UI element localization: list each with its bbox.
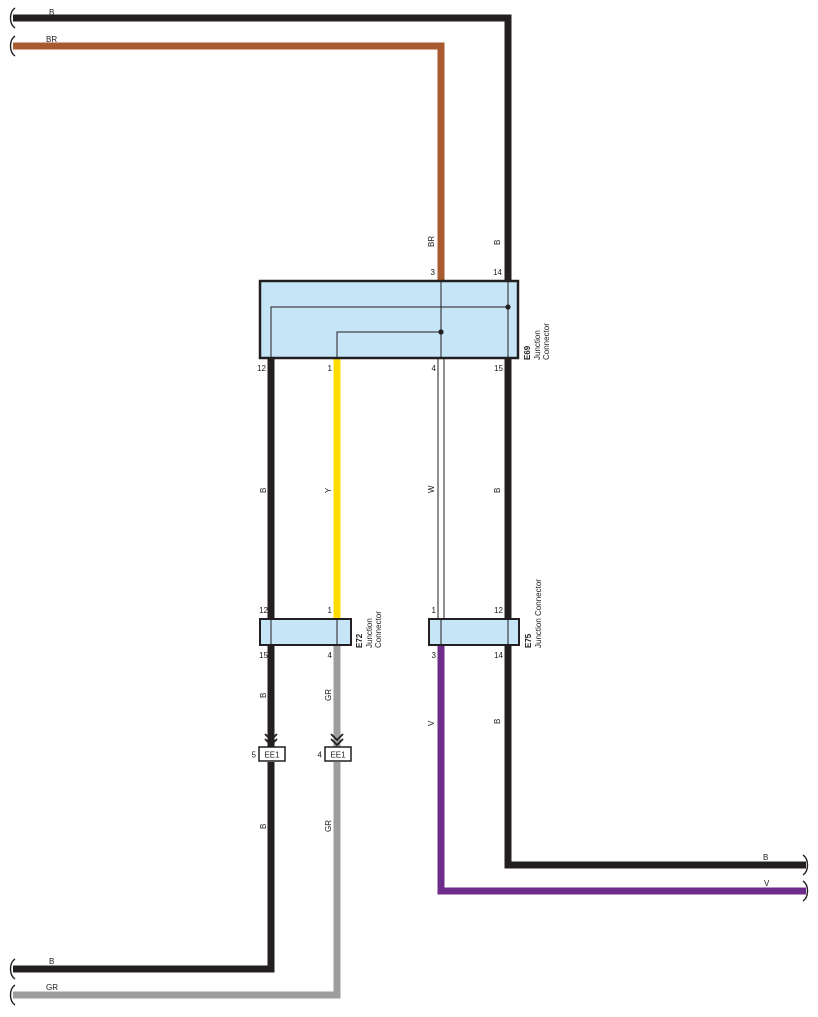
pin-number: 15 <box>494 364 503 373</box>
inline-connector-box <box>324 746 352 762</box>
connector-e75-internal-wiring <box>440 619 509 645</box>
wire-label: B <box>493 488 502 493</box>
break-mark-top-br <box>9 35 16 57</box>
connector-e72-id: E72 <box>355 633 364 648</box>
pin-number: 12 <box>259 606 268 615</box>
wire-right-v <box>437 645 806 895</box>
wire-bottom-gr <box>13 762 341 999</box>
wire-label: B <box>493 719 502 724</box>
pin-number: 1 <box>432 606 437 615</box>
connector-e72-body <box>259 618 352 646</box>
wire-top-b <box>13 14 512 282</box>
pin-number: 5 <box>252 751 257 760</box>
connector-e72-internal-wiring <box>270 619 338 645</box>
wire-break-marks <box>9 7 809 1006</box>
connector-e72-name: Connector <box>374 611 383 648</box>
splice-point <box>438 329 444 335</box>
wire-label: B <box>259 488 268 493</box>
connector-e75-name: Junction Connector <box>534 579 543 648</box>
pin-number: 4 <box>318 751 323 760</box>
connector-e69-name: Junction <box>533 330 542 360</box>
wire-label: B <box>763 853 768 862</box>
inline-connector-ee1-pin4: EE1 4 <box>318 733 352 762</box>
connector-e72: 12 1 15 4 E72 Junction Connector <box>259 606 383 660</box>
wire-label: BR <box>427 236 436 247</box>
wire-label: W <box>427 485 436 493</box>
inline-connector-id: EE1 <box>264 751 280 760</box>
connector-e69-name: Connector <box>542 323 551 360</box>
wire-label: B <box>49 957 54 966</box>
wire-label: V <box>764 879 770 888</box>
inline-connector-ee1-pin5: EE1 5 <box>252 733 286 762</box>
wire-label: B <box>49 8 54 17</box>
connector-e69-body <box>258 279 520 360</box>
chevron-down-icon <box>330 733 344 747</box>
wire-label: GR <box>324 820 333 832</box>
splice-point <box>505 304 511 310</box>
pin-number: 15 <box>259 651 268 660</box>
wire-labels: B BR B GR B V BR B B Y W B B GR V B B GR <box>46 8 770 992</box>
break-mark-top-b <box>9 7 16 29</box>
pin-number: 4 <box>432 364 437 373</box>
break-mark-right-v <box>802 880 809 902</box>
connector-e69-id: E69 <box>523 345 532 360</box>
wire-label: GR <box>324 689 333 701</box>
wire-label: V <box>427 720 436 726</box>
pin-number: 3 <box>431 268 436 277</box>
wire-bottom-b <box>13 762 275 973</box>
break-mark-right-b <box>802 854 809 876</box>
pin-number: 14 <box>494 651 503 660</box>
wire-right-b <box>504 645 806 869</box>
connector-e69-internal-wiring <box>270 281 509 358</box>
break-mark-bottom-b <box>9 958 16 980</box>
pin-number: 1 <box>328 364 333 373</box>
pin-number: 14 <box>493 268 502 277</box>
inline-connector-box <box>258 746 286 762</box>
connector-e75-body <box>428 618 520 646</box>
connector-e69: 3 14 12 1 4 15 E69 Junction Connector <box>257 268 551 373</box>
pin-number: 3 <box>432 651 437 660</box>
pin-number: 12 <box>494 606 503 615</box>
wire-label: B <box>259 824 268 829</box>
pin-number: 1 <box>328 606 333 615</box>
connector-e75-id: E75 <box>524 633 533 648</box>
connector-e72-name: Junction <box>365 618 374 648</box>
pin-number: 4 <box>328 651 333 660</box>
pin-number: 12 <box>257 364 266 373</box>
wire-label: Y <box>324 487 333 493</box>
wire-label: GR <box>46 983 58 992</box>
chevron-down-icon <box>264 733 278 747</box>
wire-label: B <box>493 240 502 245</box>
wire-label: B <box>259 693 268 698</box>
wire-label: BR <box>46 35 57 44</box>
inline-connector-id: EE1 <box>330 751 346 760</box>
wires <box>13 14 806 999</box>
wire-top-br <box>13 42 445 282</box>
break-mark-bottom-gr <box>9 984 16 1006</box>
connector-e75: 1 12 3 14 E75 Junction Connector <box>428 579 543 660</box>
